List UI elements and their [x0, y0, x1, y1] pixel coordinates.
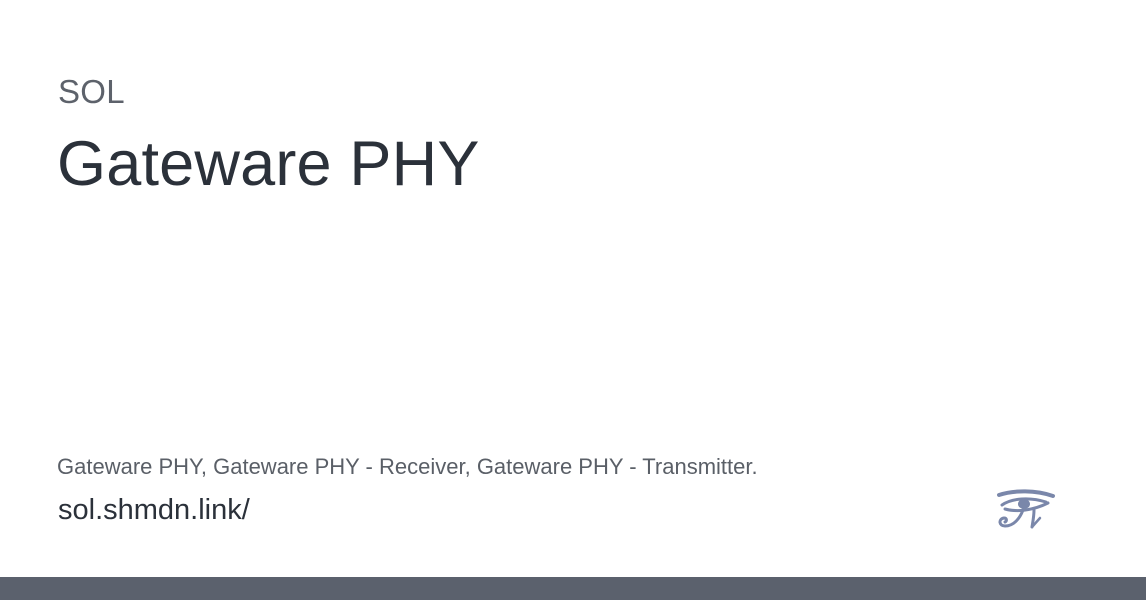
site-name: SOL: [58, 73, 125, 110]
link-preview-card: SOL Gateware PHY Gateware PHY, Gateware …: [57, 73, 1056, 532]
page-title: Gateware PHY: [57, 129, 480, 199]
footer-bar: [0, 577, 1146, 600]
site-url-link[interactable]: sol.shmdn.link/: [58, 494, 250, 526]
page-description: Gateware PHY, Gateware PHY - Receiver, G…: [57, 454, 758, 479]
eye-of-horus-icon: [996, 488, 1056, 532]
